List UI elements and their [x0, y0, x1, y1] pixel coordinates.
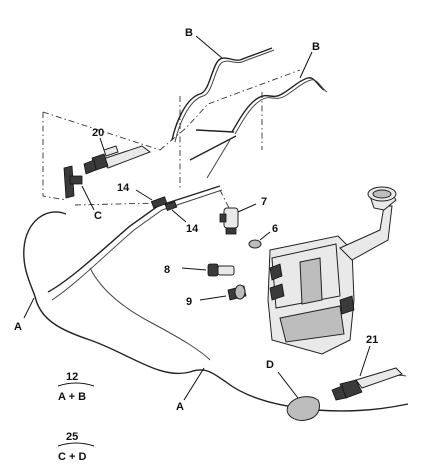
- legend-item-12: 12 A + B: [57, 371, 95, 403]
- grommet-9: [199, 284, 247, 301]
- callout-14-upper: 14: [117, 182, 130, 194]
- legend-item-25: 25 C + D: [57, 431, 95, 463]
- legend-12-combination: A + B: [58, 391, 86, 403]
- callout-20: 20: [92, 127, 104, 139]
- washer-reservoir: [267, 186, 397, 355]
- pump-7: [219, 203, 257, 235]
- leader-a-left: [23, 297, 35, 319]
- callout-a-left: A: [14, 321, 22, 333]
- callout-7: 7: [261, 196, 267, 208]
- callout-8: 8: [164, 264, 170, 276]
- leader-b-right: [299, 51, 313, 79]
- cover-d: [277, 371, 320, 421]
- bracket-c: [63, 165, 95, 211]
- callout-21: 21: [366, 334, 378, 346]
- callout-b-left: B: [185, 27, 193, 39]
- legend-12-number: 12: [66, 371, 78, 383]
- callout-d: D: [266, 359, 274, 371]
- legend-12-brace: [57, 382, 95, 387]
- assembly-guide-lines: [42, 69, 301, 211]
- legend-25-number: 25: [66, 431, 78, 443]
- connector-14: [135, 189, 187, 223]
- callout-6: 6: [272, 223, 278, 235]
- callout-b-right: B: [312, 41, 320, 53]
- callout-9: 9: [186, 296, 192, 308]
- nozzle-20: [83, 137, 152, 175]
- nozzle-21: [331, 345, 403, 401]
- leader-b-left: [195, 35, 223, 59]
- callout-c: C: [94, 210, 102, 222]
- hose-b-assembly: [171, 47, 328, 179]
- legend-25-combination: C + D: [58, 451, 86, 463]
- leader-a-bottom: [183, 367, 205, 401]
- seal-6: [248, 231, 271, 249]
- legend-25-brace: [57, 442, 95, 447]
- callout-14-lower: 14: [186, 223, 199, 235]
- level-sensor-8: [181, 263, 235, 277]
- callout-a-bottom: A: [176, 401, 184, 413]
